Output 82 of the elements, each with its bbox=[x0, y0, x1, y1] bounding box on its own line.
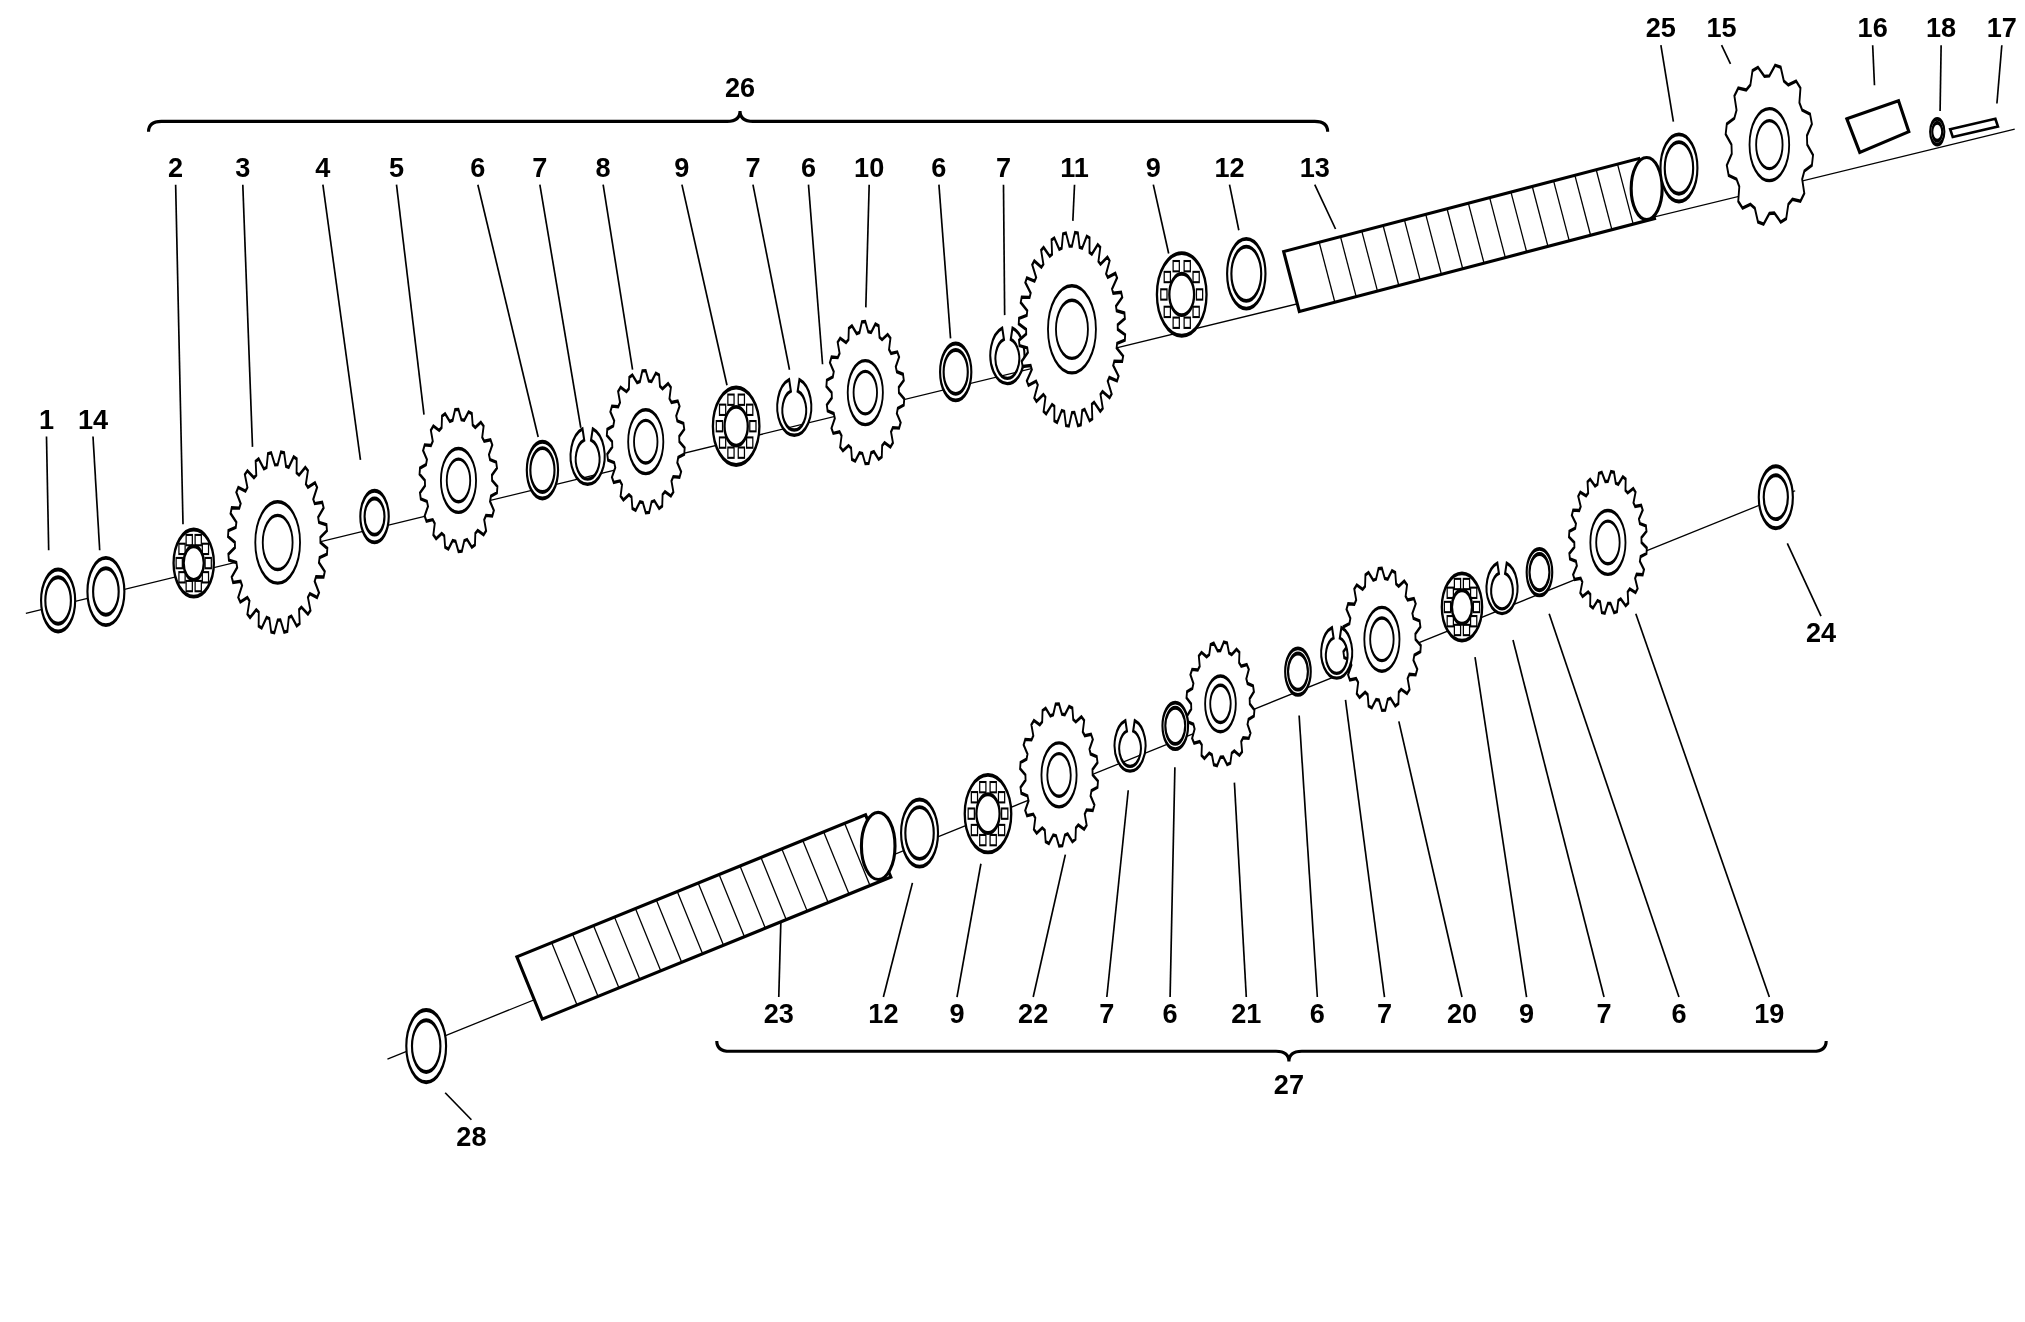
leader-line bbox=[1344, 699, 1386, 998]
callout-number: 7 bbox=[532, 153, 548, 183]
leader-line bbox=[477, 183, 539, 438]
leader-line bbox=[444, 1091, 473, 1121]
leader-line bbox=[1786, 542, 1822, 617]
leader-line bbox=[241, 183, 254, 448]
leader-line bbox=[1871, 44, 1876, 87]
leader-line bbox=[1660, 44, 1675, 123]
leader-line bbox=[92, 435, 101, 551]
callout-number: 9 bbox=[949, 999, 965, 1029]
leader-line bbox=[174, 183, 184, 526]
leader-line bbox=[1298, 714, 1319, 998]
callout-number: 11 bbox=[1060, 153, 1089, 183]
leader-line bbox=[938, 183, 952, 340]
callout-number: 6 bbox=[1162, 999, 1178, 1029]
leader-line bbox=[395, 183, 425, 416]
leader-line bbox=[1169, 766, 1176, 998]
leader-line bbox=[1474, 656, 1528, 998]
callout-number: 5 bbox=[388, 153, 405, 183]
callout-number: 15 bbox=[1706, 14, 1737, 43]
callout-number: 20 bbox=[1446, 999, 1478, 1029]
callout-number: 9 bbox=[1145, 153, 1161, 183]
callout-number: 7 bbox=[995, 153, 1012, 183]
callout-number: 21 bbox=[1231, 999, 1262, 1029]
callout-number: 22 bbox=[1018, 999, 1049, 1029]
leader-line bbox=[1939, 44, 1942, 112]
callout-number: 6 bbox=[1309, 999, 1325, 1029]
callout-number: 2 bbox=[168, 153, 184, 183]
leader-line bbox=[865, 183, 870, 309]
callout-number: 25 bbox=[1645, 14, 1676, 43]
leader-line bbox=[322, 183, 362, 461]
callout-number: 6 bbox=[470, 153, 486, 183]
leader-line bbox=[1548, 613, 1680, 998]
callout-number: 24 bbox=[1805, 618, 1837, 648]
callout-number: 12 bbox=[1214, 153, 1245, 183]
leader-line bbox=[1233, 781, 1248, 998]
callout-number: 6 bbox=[931, 153, 947, 183]
leader-line bbox=[1512, 639, 1605, 998]
leader-line bbox=[539, 183, 582, 429]
leader-line bbox=[45, 435, 50, 551]
callout-number: 8 bbox=[595, 153, 611, 183]
leader-line bbox=[1072, 183, 1076, 222]
leader-line bbox=[1398, 720, 1463, 998]
leader-line bbox=[1106, 789, 1130, 998]
callout-number: 12 bbox=[868, 999, 899, 1029]
leader-line bbox=[807, 183, 824, 366]
callout-number: 1 bbox=[38, 405, 55, 434]
leader-line bbox=[1152, 183, 1170, 255]
leader-line bbox=[752, 183, 791, 371]
callout-number: 28 bbox=[456, 1122, 487, 1151]
callout-number: 14 bbox=[77, 405, 109, 434]
leader-line bbox=[1228, 183, 1240, 232]
callout-number: 17 bbox=[1986, 14, 2017, 43]
assembly-callout-number: 27 bbox=[1273, 1070, 1304, 1100]
callout-number: 18 bbox=[1926, 14, 1957, 43]
callout-number: 13 bbox=[1299, 153, 1330, 183]
leader-line bbox=[681, 183, 728, 387]
leader-line bbox=[1032, 853, 1067, 998]
leader-line bbox=[882, 882, 914, 998]
leader-line bbox=[1996, 44, 2003, 105]
callout-number: 7 bbox=[1376, 999, 1393, 1029]
callout-number: 9 bbox=[674, 153, 690, 183]
leader-line bbox=[1002, 183, 1006, 316]
callout-number: 9 bbox=[1519, 999, 1535, 1029]
callout-number: 7 bbox=[1596, 999, 1612, 1029]
callout-number: 4 bbox=[315, 153, 331, 183]
leader-line bbox=[1634, 612, 1771, 998]
callout-number: 6 bbox=[800, 153, 817, 183]
callout-number: 6 bbox=[1671, 999, 1687, 1029]
callout-number: 19 bbox=[1754, 999, 1785, 1029]
callout-number: 23 bbox=[763, 999, 794, 1029]
leader-line bbox=[602, 183, 634, 371]
callout-number: 3 bbox=[235, 153, 251, 183]
leader-line bbox=[956, 862, 982, 998]
leader-line bbox=[1720, 44, 1732, 65]
callout-number: 16 bbox=[1857, 14, 1888, 43]
leader-line bbox=[1313, 183, 1337, 230]
leader-line bbox=[777, 921, 782, 998]
callout-number: 7 bbox=[1099, 999, 1115, 1029]
callout-number: 10 bbox=[854, 153, 885, 183]
assembly-callout-number: 26 bbox=[724, 73, 756, 103]
callout-number: 7 bbox=[745, 153, 761, 183]
